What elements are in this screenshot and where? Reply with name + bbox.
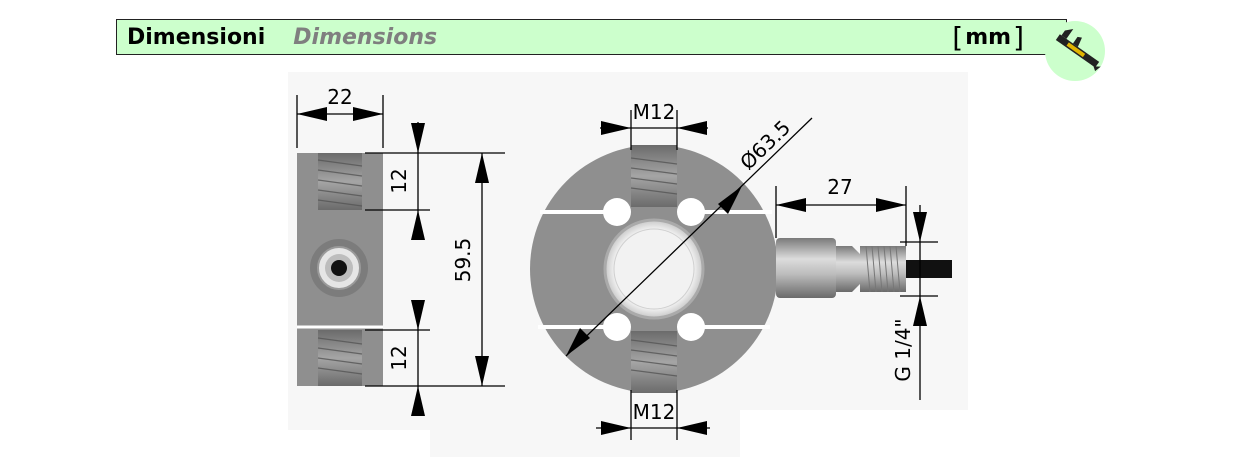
front-view: [530, 145, 778, 393]
unit-text: mm: [965, 24, 1012, 50]
header-title-english: Dimensions: [293, 24, 438, 50]
panel-notch-right: [740, 410, 968, 457]
unit-bracket-open: [: [952, 20, 964, 54]
dim-thread-top-height: 12: [387, 168, 411, 193]
dim-side-width: 22: [327, 85, 352, 109]
front-thread-top: [631, 145, 677, 207]
dim-total-height: 59.5: [451, 238, 475, 283]
dim-thread-top: M12: [633, 100, 676, 124]
header-title-italian: Dimensioni: [127, 24, 266, 50]
section-header: Dimensioni Dimensions [ mm ]: [116, 19, 1067, 55]
dim-thread-bottom-height: 12: [387, 345, 411, 370]
caliper-icon: [1045, 21, 1105, 81]
side-dimensions: [296, 95, 505, 416]
dim-thread-bottom: M12: [633, 400, 676, 424]
dim-connector-length: 27: [827, 175, 852, 199]
dim-connector-thread: G 1/4": [891, 318, 915, 381]
panel-notch-left: [288, 430, 430, 457]
connector: [776, 238, 952, 298]
side-view: [297, 153, 383, 386]
unit-bracket-close: ]: [1013, 20, 1024, 54]
unit-label: [ mm ]: [950, 20, 1026, 54]
front-dimensions: [565, 110, 938, 440]
